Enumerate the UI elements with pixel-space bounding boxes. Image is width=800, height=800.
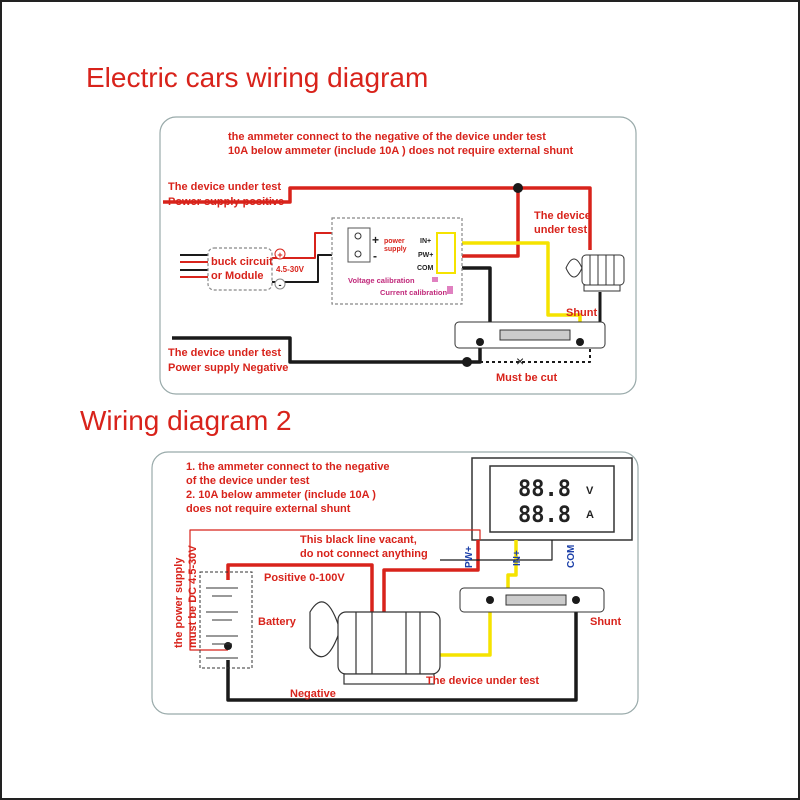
d2-unit-a: A [586,509,594,521]
d2-supply-wire [189,529,481,651]
d1-pos-label-1: The device under test [168,181,281,193]
d1-signal-terminal [436,232,456,274]
d1-com-label: COM [417,265,434,272]
d1-buck-voltage: 4.5-30V [276,265,305,274]
d1-power-label-1: power [384,238,405,245]
d1-pw-plus-label: PW+ [418,252,433,259]
d2-pw-plus-label: PW+ [464,546,475,568]
d2-pw-plus-wire [382,540,480,650]
d1-in-plus-label: IN+ [420,238,431,245]
d2-battery-icon [199,571,253,669]
d2-supply-vertical-1: the power supply [173,557,185,648]
d1-pos-label-2: Power supply positive [168,196,284,208]
d1-junction-dot [513,183,523,193]
d2-shunt-label: Shunt [590,616,621,628]
diagram2-title: Wiring diagram 2 [80,405,292,436]
d2-motor-icon [309,601,441,685]
d2-note-4: does not require external shunt [186,503,351,515]
d1-power-plus: + [372,233,379,247]
d2-positive-label: Positive 0-100V [264,572,345,584]
d1-positive-wire [163,186,520,258]
d2-negative-label: Negative [290,688,336,700]
d1-power-terminal-neg [354,250,362,258]
d1-voltage-cal-pot [432,277,438,282]
d1-current-cal-pot [447,286,453,294]
d1-power-label-2: supply [384,246,407,253]
d1-buck-label-2: or Module [211,270,264,282]
d1-negative-junction-dot [462,357,472,367]
d2-device-label: The device under test [426,675,539,687]
d1-note-line1: the ammeter connect to the negative of t… [228,131,546,143]
d1-device-label-2: under test [534,224,588,236]
d1-neg-label-2: Power supply Negative [168,362,288,374]
d2-battery-label: Battery [258,616,297,628]
d2-voltage-digits: 88.8 [518,477,571,502]
d2-negative-wire [226,605,578,702]
d2-vacant-2: do not connect anything [300,548,428,560]
d1-must-cut-label: Must be cut [496,372,557,384]
d2-note-1: 1. the ammeter connect to the negative [186,461,390,473]
d2-note-2: of the device under test [186,475,310,487]
diagram1-title: Electric cars wiring diagram [86,62,429,93]
d1-note-line2: 10A below ammeter (include 10A ) does no… [228,145,573,157]
d1-positive-to-motor-wire [518,186,592,250]
d1-buck-minus-sign: - [279,280,282,290]
d1-shunt-icon [454,321,606,349]
d2-vacant-wire [440,540,553,561]
d1-current-cal: Current calibration [380,288,448,297]
d1-buck-plus-sign: + [277,250,282,260]
d1-voltage-cal: Voltage calibration [348,276,415,285]
d1-power-terminal-pos [354,232,362,240]
d1-buck-plus-terminal [274,248,286,260]
d1-cut-mark: × [516,353,524,369]
d1-buck-label-1: buck circuit [211,256,273,268]
d1-shunt-label: Shunt [566,307,597,319]
d2-battery-junction [224,642,232,650]
d1-buck-module [207,247,273,291]
d1-buck-minus-terminal [274,278,286,290]
d2-current-digits: 88.8 [518,503,571,528]
d1-cut-wire [480,340,591,363]
d2-unit-v: V [586,485,594,497]
d1-device-label-1: The device [534,210,591,222]
d2-in-plus-label: IN+ [512,550,523,566]
d2-note-3: 2. 10A below ammeter (include 10A ) [186,489,376,501]
d1-power-minus: - [373,249,377,263]
d2-vacant-1: This black line vacant, [300,534,417,546]
d2-meter-display [489,465,615,533]
d1-motor-icon [565,254,625,292]
d1-power-terminal [347,227,371,263]
d2-shunt-icon [459,587,605,613]
d1-neg-label-1: The device under test [168,347,281,359]
d2-supply-vertical-2: must be DC 4.5-30V [187,545,199,648]
d2-in-plus-wire [506,540,518,598]
d1-negative-wire [172,336,482,364]
d2-com-label: COM [566,545,577,568]
